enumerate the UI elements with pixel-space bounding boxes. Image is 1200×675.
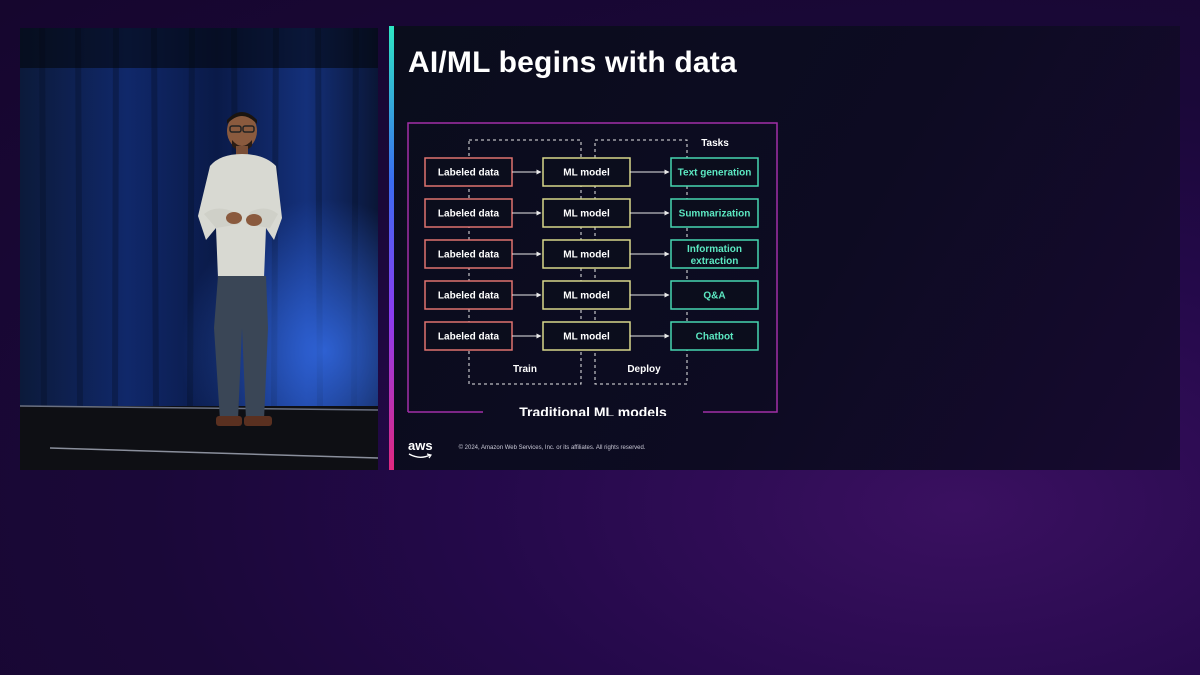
task-label: Q&A (703, 291, 725, 302)
diagram-row: Labeled data ML model Chatbot (424, 321, 759, 351)
ml-pipeline-diagram: Traditional ML models Train Deploy Tasks… (407, 122, 778, 416)
speaker-video-frame (20, 28, 378, 470)
presentation-slide: AI/ML begins with data Traditional ML mo… (389, 26, 1180, 470)
ml-model-box (542, 157, 631, 187)
copyright-notice: © 2024, Amazon Web Services, Inc. or its… (458, 445, 646, 451)
labeled-data-label: Labeled data (438, 168, 500, 179)
ml-model-box (542, 239, 631, 269)
diagram-row: Labeled data ML model Informationextractio… (424, 239, 759, 269)
ml-model-box (542, 280, 631, 310)
tasks-header: Tasks (701, 138, 729, 149)
task-label: Summarization (679, 209, 751, 220)
diagram-row: Labeled data ML model Text generation (424, 157, 759, 187)
task-label: Information (687, 244, 742, 255)
task-box (670, 321, 759, 351)
labeled-data-label: Labeled data (438, 209, 500, 220)
task-box (670, 198, 759, 228)
task-label: extraction (691, 256, 739, 267)
accent-bar (389, 26, 394, 470)
aws-logo: aws (408, 439, 433, 459)
ml-model-label: ML model (563, 250, 610, 261)
task-box (670, 280, 759, 310)
ml-model-label: ML model (563, 332, 610, 343)
speaker-video (20, 28, 378, 470)
labeled-data-label: Labeled data (438, 332, 500, 343)
task-box (670, 239, 759, 269)
diagram-row: Labeled data ML model Q&A (424, 280, 759, 310)
labeled-data-box (424, 239, 513, 269)
task-box (670, 157, 759, 187)
ml-model-label: ML model (563, 168, 610, 179)
labeled-data-label: Labeled data (438, 250, 500, 261)
diagram-row: Labeled data ML model Summarization (424, 198, 759, 228)
labeled-data-box (424, 280, 513, 310)
ml-model-label: ML model (563, 291, 610, 302)
task-label: Text generation (678, 168, 752, 179)
labeled-data-box (424, 198, 513, 228)
speaker-figure (198, 112, 282, 426)
aws-smile-icon (408, 453, 432, 459)
ml-model-box (542, 321, 631, 351)
slide-title: AI/ML begins with data (408, 46, 737, 79)
ml-model-label: ML model (563, 209, 610, 220)
diagram-frame-label: Traditional ML models (519, 404, 667, 416)
deploy-label: Deploy (627, 364, 661, 375)
slide-footer: aws © 2024, Amazon Web Services, Inc. or… (408, 439, 646, 459)
task-label: Chatbot (696, 332, 734, 343)
diagram-frame (407, 122, 778, 413)
train-label: Train (513, 364, 537, 375)
labeled-data-label: Labeled data (438, 291, 500, 302)
